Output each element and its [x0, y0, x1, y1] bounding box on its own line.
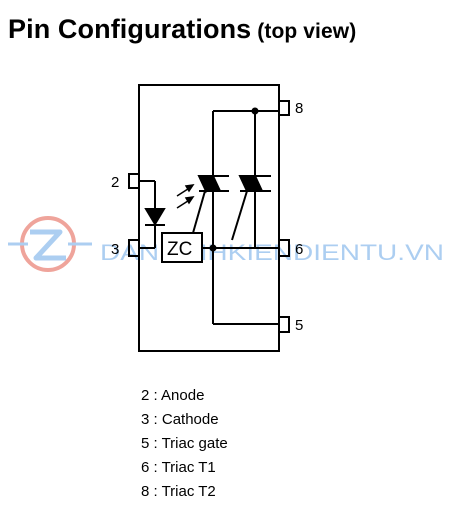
gate-wiring: [192, 190, 279, 325]
title-main: Pin Configurations: [8, 14, 252, 44]
legend-name: Anode: [161, 387, 205, 404]
page-title: Pin Configurations(top view): [8, 12, 356, 49]
zc-block: [161, 232, 203, 263]
pin-configuration-diagram: DANHINHKIENDIENTU.VN 2 3 8 6 5 ZC: [8, 84, 444, 352]
legend-row: 6 : Triac T1: [141, 456, 228, 480]
legend-row: 2 : Anode: [141, 384, 228, 408]
junction-mid: [209, 244, 217, 252]
pin-5-lead: [279, 316, 290, 333]
legend-sep: :: [149, 483, 162, 500]
pin-3-lead: [128, 239, 139, 257]
package-outline: [138, 84, 280, 352]
legend-name: Triac gate: [161, 435, 228, 452]
pin-8-lead: [279, 100, 290, 116]
legend-row: 8 : Triac T2: [141, 480, 228, 504]
title-sub: (top view): [257, 20, 357, 43]
pin-2-number: 2: [111, 174, 119, 191]
photo-triac-icon: [197, 173, 229, 194]
junction-top: [251, 107, 259, 115]
legend-pin: 6: [141, 459, 150, 476]
legend-sep: :: [149, 387, 162, 404]
pin-6-lead: [279, 239, 290, 257]
pin-5-number: 5: [295, 317, 303, 334]
legend-pin: 3: [141, 411, 150, 428]
legend-sep: :: [149, 411, 162, 428]
legend-pin: 8: [141, 483, 150, 500]
pin-3-number: 3: [111, 241, 119, 258]
pin-6-number: 6: [295, 241, 303, 258]
legend-pin: 2: [141, 387, 150, 404]
legend-name: Triac T2: [161, 483, 216, 500]
legend-name: Triac T1: [161, 459, 216, 476]
pin-8-number: 8: [295, 100, 303, 117]
led-icon: [139, 180, 166, 249]
pin-2-lead: [128, 173, 139, 189]
watermark-text: DANHINHKIENDIENTU.VN: [100, 240, 444, 265]
legend-sep: :: [149, 459, 162, 476]
main-triac-icon: [238, 173, 271, 194]
legend-name: Cathode: [161, 411, 219, 428]
legend-row: 3 : Cathode: [141, 408, 228, 432]
pin-legend: 2 : Anode 3 : Cathode 5 : Triac gate 6 :…: [141, 384, 228, 504]
legend-row: 5 : Triac gate: [141, 432, 228, 456]
legend-sep: :: [149, 435, 162, 452]
light-arrows-icon: [176, 184, 195, 209]
t2-rail: [212, 110, 279, 176]
legend-pin: 5: [141, 435, 150, 452]
zc-label: ZC: [167, 239, 192, 260]
watermark-logo: [8, 216, 92, 272]
